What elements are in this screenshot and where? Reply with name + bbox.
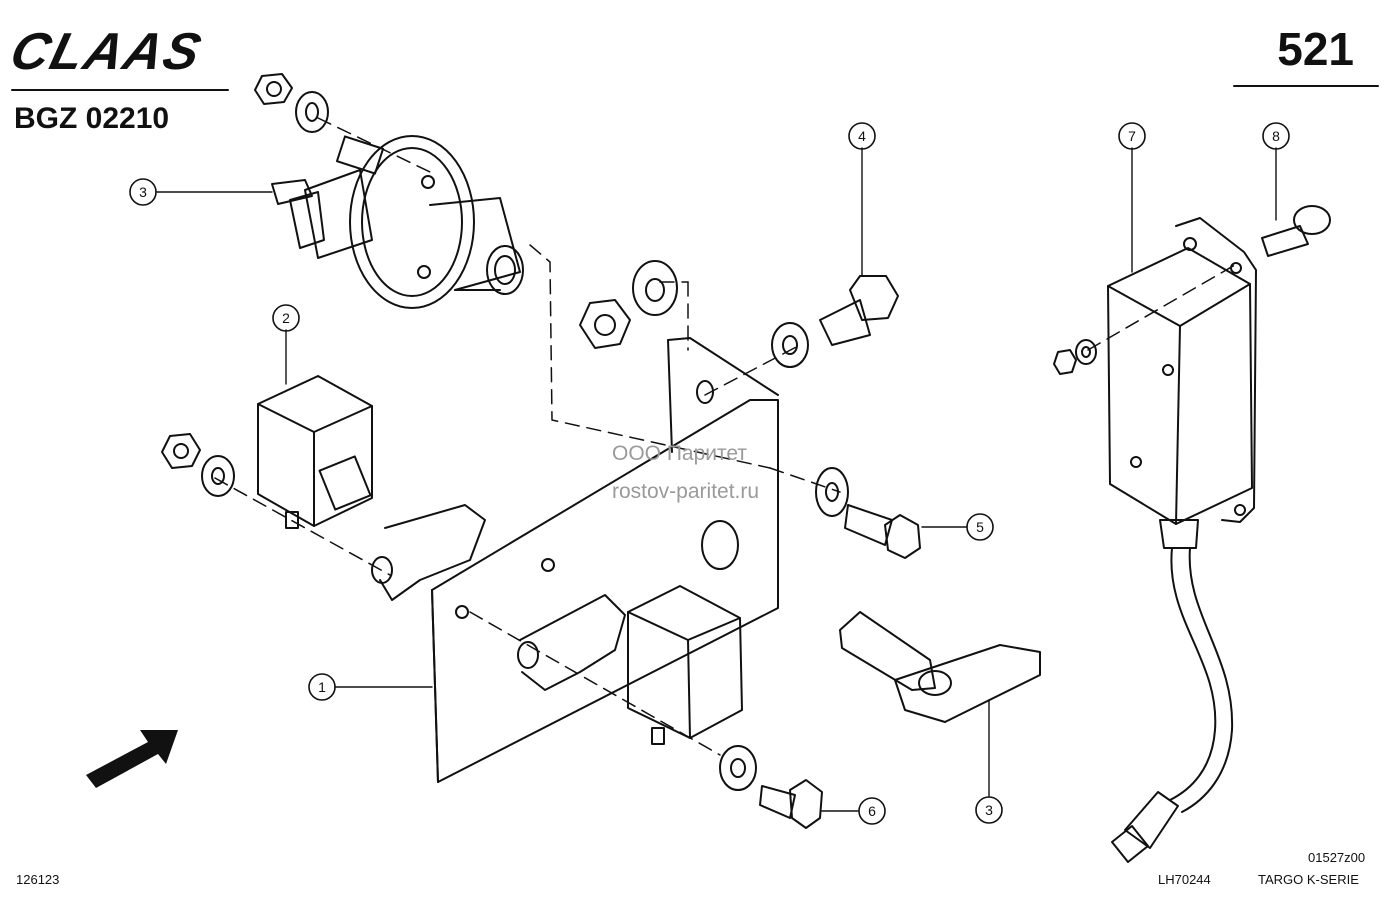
callout-circles — [129, 122, 1290, 825]
switch-key-3 — [839, 611, 1041, 723]
document-code: BGZ 02210 — [14, 102, 170, 135]
bolt-5 — [844, 504, 921, 559]
page-number: 521 — [1277, 23, 1354, 75]
callout-label: 3 — [139, 184, 147, 200]
footer-series: TARGO K-SERIE — [1258, 872, 1359, 887]
callout-label: 1 — [318, 679, 326, 695]
callout-label: 3 — [985, 802, 993, 818]
callout-label: 7 — [1128, 128, 1136, 144]
callout-labels: 3 2 4 5 6 3 1 7 8 — [139, 128, 1280, 819]
centre-fasteners — [579, 260, 849, 517]
callout-label: 2 — [282, 310, 290, 326]
relay-fasteners — [161, 433, 235, 497]
callout-label: 4 — [858, 128, 866, 144]
bolt-4 — [819, 275, 899, 346]
relay-on-plate — [627, 585, 743, 745]
mounting-plate-1 — [371, 337, 779, 783]
assembly-lines — [214, 117, 1241, 756]
callout-label: 6 — [868, 803, 876, 819]
callout-leaders — [156, 147, 1277, 812]
watermark-url: rostov-paritet.ru — [612, 480, 760, 503]
control-unit-7 — [1107, 217, 1257, 863]
battery-switch — [254, 73, 524, 309]
bolt-6 — [719, 745, 823, 829]
callout-label: 5 — [976, 519, 984, 535]
direction-arrow — [86, 730, 178, 788]
unit-fasteners — [1053, 205, 1331, 375]
callout-label: 8 — [1272, 128, 1280, 144]
watermark-company: ООО Паритет — [612, 442, 748, 465]
footer-center-code: LH70244 — [1158, 872, 1211, 887]
relay-2 — [257, 375, 373, 529]
footer-drawing-code: 01527z00 — [1308, 850, 1366, 865]
footer-left-code: 126123 — [16, 872, 60, 887]
